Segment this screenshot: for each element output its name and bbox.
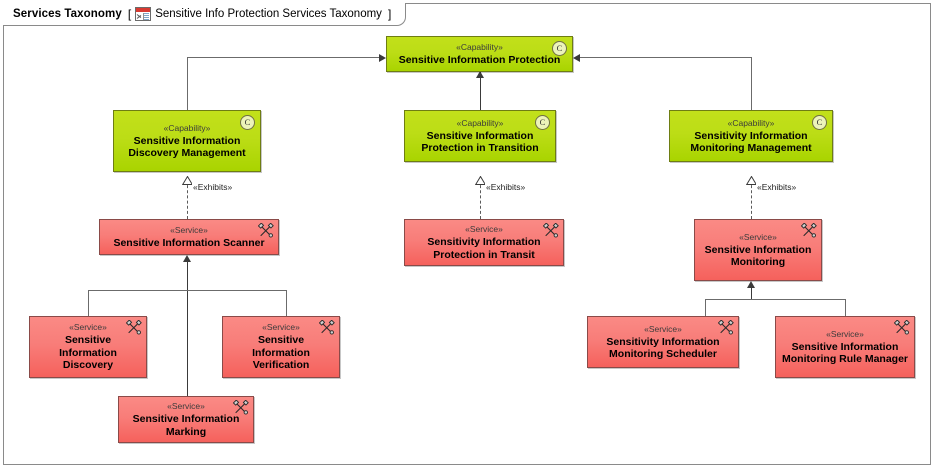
diagram-title: Services Taxonomy (13, 8, 122, 20)
stereotype-label: «Capability» (727, 117, 775, 128)
node-sensitive-information-protection[interactable]: «Capability» Sensitive Information Prote… (386, 36, 573, 72)
edge-label-exhibits-transition: «Exhibits» (485, 182, 527, 192)
hollow-triangle-icon (181, 175, 194, 185)
connector-discovery-to-root-vertical (187, 57, 188, 110)
tools-icon (257, 222, 274, 238)
arrowhead-monitoring-to-root (573, 53, 580, 62)
connector-scanner-bus (88, 290, 287, 291)
node-sensitivity-information-protection-in-transit[interactable]: «Service» Sensitivity Information Protec… (404, 219, 564, 266)
node-name: Sensitivity Information Monitoring Manag… (690, 129, 812, 155)
node-sensitive-information-monitoring-rule-manager[interactable]: «Service» Sensitive Information Monitori… (775, 316, 915, 378)
node-name: Sensitive Information Monitoring Rule Ma… (782, 340, 908, 366)
node-sensitive-information-marking[interactable]: «Service» Sensitive Information Marking (118, 396, 254, 443)
connector-monitoring-bus (705, 299, 845, 300)
tools-icon (542, 222, 559, 238)
diagram-name-label: Sensitive Info Protection Services Taxon… (155, 8, 382, 20)
stereotype-label: «Capability» (456, 117, 504, 128)
exhibits-dash-monitoring (751, 180, 752, 219)
diagram-title-tab[interactable]: Services Taxonomy [ Sensitive Info Prote… (3, 3, 407, 26)
connector-scanner-trunk (187, 262, 188, 396)
node-sensitive-information-discovery[interactable]: «Service» Sensitive Information Discover… (29, 316, 147, 378)
capability-badge-icon: C (812, 115, 827, 130)
node-name: Sensitive Information Monitoring (704, 243, 812, 269)
arrowhead-transition-to-root (476, 71, 484, 78)
stereotype-label: «Service» (262, 322, 300, 333)
node-name: Sensitivity Information Protection in Tr… (427, 236, 541, 261)
edge-label-exhibits-monitoring: «Exhibits» (756, 182, 798, 192)
tools-icon (232, 399, 249, 415)
stereotype-label: «Service» (644, 323, 682, 334)
capability-badge-icon: C (535, 115, 550, 130)
node-name: Sensitivity Information Monitoring Sched… (606, 335, 720, 361)
tools-icon (318, 319, 335, 335)
node-sensitive-information-discovery-management[interactable]: «Capability» Sensitive Information Disco… (113, 110, 261, 172)
stereotype-label: «Capability» (163, 122, 211, 133)
connector-discovery-to-root-horizontal (187, 57, 380, 58)
capability-badge-icon: C (240, 115, 255, 130)
connector-monitoring-to-root-vertical (751, 57, 752, 110)
node-sensitive-information-protection-in-transition[interactable]: «Capability» Sensitive Information Prote… (404, 110, 556, 162)
edge-label-exhibits-discovery: «Exhibits» (192, 182, 234, 192)
hollow-triangle-icon (474, 175, 487, 185)
exhibits-dash-discovery (187, 180, 188, 219)
node-sensitive-information-scanner[interactable]: «Service» Sensitive Information Scanner (99, 219, 279, 255)
connector-monitoring-to-root-horizontal (580, 57, 751, 58)
node-sensitivity-information-monitoring-management[interactable]: «Capability» Sensitivity Information Mon… (669, 110, 833, 162)
stereotype-label: «Service» (69, 322, 107, 333)
arrowhead-monitoring-aggregate (747, 281, 755, 288)
stereotype-label: «Service» (826, 328, 864, 339)
bracket-close: ] (387, 7, 392, 21)
tools-icon (125, 319, 142, 335)
node-sensitive-information-verification[interactable]: «Service» Sensitive Information Verifica… (222, 316, 340, 378)
arrowhead-scanner-aggregate (183, 255, 191, 262)
bracket-open: [ (127, 7, 132, 21)
tools-icon (717, 319, 734, 335)
connector-monitoring-trunk (751, 288, 752, 300)
node-name: Sensitive Information Scanner (113, 236, 265, 249)
node-sensitive-information-monitoring[interactable]: «Service» Sensitive Information Monitori… (694, 219, 822, 281)
stereotype-label: «Service» (465, 224, 503, 234)
node-sensitivity-information-monitoring-scheduler[interactable]: «Service» Sensitivity Information Monito… (587, 316, 739, 368)
node-name: Sensitive Information Marking (132, 413, 240, 438)
arrowhead-exhibits-transition (474, 172, 487, 190)
diagram-table-icon (135, 7, 152, 21)
connector-monitoring-to-rule-manager (845, 299, 846, 316)
arrowhead-exhibits-discovery (181, 172, 194, 190)
node-name: Sensitive Information Discovery Manageme… (128, 134, 246, 160)
node-name: Sensitive Information Verification (252, 334, 310, 372)
hollow-triangle-icon (745, 175, 758, 185)
stereotype-label: «Service» (170, 224, 208, 235)
node-name: Sensitive Information Discovery (59, 334, 117, 372)
connector-scanner-to-discovery (88, 290, 89, 316)
tools-icon (893, 319, 910, 335)
stereotype-label: «Service» (167, 401, 205, 411)
connector-scanner-to-verification (286, 290, 287, 316)
stereotype-label: «Capability» (456, 41, 503, 52)
node-name: Sensitive Information Protection (398, 53, 561, 66)
arrowhead-discovery-to-root (379, 53, 386, 62)
stereotype-label: «Service» (739, 231, 777, 242)
node-name: Sensitive Information Protection in Tran… (421, 129, 539, 155)
connector-transition-to-root-vertical (480, 72, 481, 110)
capability-badge-icon: C (552, 41, 567, 56)
connector-monitoring-to-scheduler (705, 299, 706, 316)
arrowhead-exhibits-monitoring (745, 172, 758, 190)
tools-icon (800, 222, 817, 238)
exhibits-dash-transition (480, 180, 481, 219)
